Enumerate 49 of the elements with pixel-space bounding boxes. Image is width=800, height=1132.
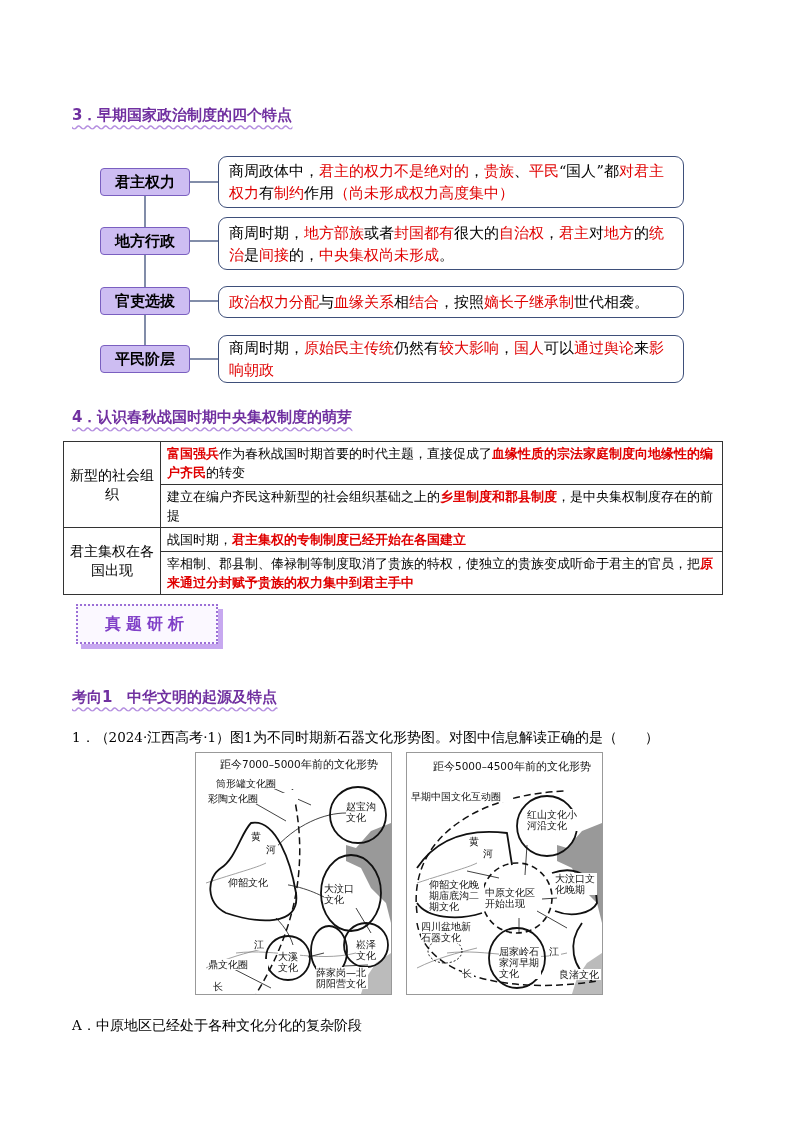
- map-label: 崧泽文化: [356, 939, 378, 961]
- map-label: 江: [549, 946, 561, 957]
- row-header-cell: 君主集权在各国出现: [63, 527, 161, 595]
- map-label: 鼎文化圈: [208, 959, 268, 970]
- answer-option: A．中原地区已经处于各种文化分化的复杂阶段: [72, 1017, 362, 1035]
- connector-line: [189, 181, 219, 183]
- map-label: 仰韶文化晚期庙底沟二期文化: [429, 879, 484, 912]
- description-box: 商周时期，地方部族或者封国都有很大的自治权，君主对地方的统治是间接的，中央集权尚未形成。: [218, 217, 684, 270]
- connector-line: [189, 300, 219, 302]
- map-label: 仰韶文化: [228, 877, 288, 888]
- map-label: 大溪文化: [278, 951, 300, 973]
- connector-line: [144, 314, 146, 346]
- map-label: 彩陶文化圈: [208, 793, 298, 804]
- question-text: 1．（2024·江西高考·1）图1为不同时期新石器文化形势图。对图中信息解读正确的是（ ）: [72, 729, 659, 747]
- map-label: 早期中国文化互动圈: [411, 791, 511, 802]
- section-heading: 考向1 中华文明的起源及特点: [72, 688, 278, 707]
- map-label: 长: [213, 981, 225, 992]
- category-box: 君主权力: [100, 168, 190, 196]
- map-label: 大汶口文化: [324, 883, 354, 905]
- table-cell: 建立在编户齐民这种新型的社会组织基础之上的乡里制度和郡县制度，是中央集权制度存在的前提: [160, 484, 723, 528]
- map-label: 良渚文化: [559, 969, 601, 980]
- map-label: 河: [266, 844, 278, 855]
- section-heading: 4．认识春秋战国时期中央集权制度的萌芽: [72, 408, 353, 427]
- category-box: 平民阶层: [100, 345, 190, 373]
- connector-line: [144, 254, 146, 288]
- map-label: 屈家岭石家河早期文化: [499, 946, 541, 979]
- map-label: 黄: [251, 831, 263, 842]
- map-label: 薛家岗—北阴阳营文化: [316, 967, 368, 989]
- map-label: 大汶口文化晚期: [555, 873, 597, 895]
- table-cell: 富国强兵作为春秋战国时期首要的时代主题，直接促成了血缘性质的宗法家庭制度向地缘性的编户齐民的转变: [160, 441, 723, 485]
- description-box: 商周时期，原始民主传统仍然有较大影响，国人可以通过舆论来影响朝政: [218, 335, 684, 383]
- map-label: 赵宝沟文化: [346, 801, 376, 823]
- description-box: 政治权力分配与血缘关系相结合，按照嫡长子继承制世代相袭。: [218, 286, 684, 318]
- connector-line: [189, 358, 219, 360]
- connector-line: [189, 240, 219, 242]
- map-label: 四川盆地新石器文化: [421, 921, 473, 943]
- section-heading: 3．早期国家政治制度的四个特点: [72, 106, 293, 125]
- map-label: 江: [254, 939, 266, 950]
- category-box: 官吏选拔: [100, 287, 190, 315]
- map-label: 长: [462, 968, 474, 979]
- category-box: 地方行政: [100, 227, 190, 255]
- description-box: 商周政体中，君主的权力不是绝对的，贵族、平民“国人”都对君主权力有制约作用（尚未形成权力高度集中）: [218, 156, 684, 208]
- row-header-cell: 新型的社会组织: [63, 441, 161, 528]
- map-label: 河: [483, 848, 495, 859]
- table-cell: 宰相制、郡县制、俸禄制等制度取消了贵族的特权，使独立的贵族变成听命于君主的官员，把原来通过分封赋予贵族的权力集中到君主手中: [160, 551, 723, 595]
- table-cell: 战国时期，君主集权的专制制度已经开始在各国建立: [160, 527, 723, 552]
- map-label: 黄: [469, 836, 481, 847]
- map-label: 红山文化小河沿文化: [527, 809, 579, 831]
- connector-line: [144, 195, 146, 228]
